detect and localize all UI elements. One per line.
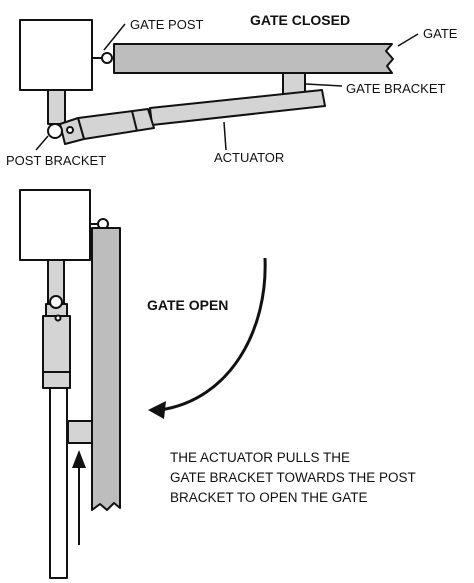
leader-gate-post — [103, 23, 126, 51]
closed-view-title: GATE CLOSED — [250, 12, 350, 28]
label-actuator: ACTUATOR — [214, 150, 284, 165]
explanation-line-2: GATE BRACKET TOWARDS THE POST — [170, 470, 416, 485]
closed-leaders — [35, 23, 419, 151]
label-gate-post: GATE POST — [130, 17, 203, 32]
open-gate-post — [19, 189, 91, 261]
leader-gate-bracket — [305, 83, 343, 87]
explanation-line-3: BRACKET TO OPEN THE GATE — [170, 490, 368, 505]
closed-gate-bar — [113, 43, 394, 74]
pull-arrowhead — [72, 450, 86, 468]
pull-arrow — [72, 450, 86, 545]
open-gate-bar — [91, 227, 121, 511]
closed-actuator-seam — [131, 110, 138, 132]
closed-post-bracket-pivot — [47, 123, 63, 139]
closed-view — [19, 19, 394, 145]
closed-pivot-bolt — [66, 126, 74, 134]
closed-actuator-body — [77, 108, 155, 140]
open-gate-bracket — [67, 420, 93, 444]
swing-arrow — [148, 257, 267, 419]
closed-post-bracket-arm — [47, 87, 66, 125]
open-pivot-bolt — [54, 314, 62, 322]
closed-hinge — [101, 52, 113, 64]
label-post-bracket: POST BRACKET — [6, 153, 106, 168]
open-view-title: GATE OPEN — [147, 297, 228, 313]
swing-arrowhead — [148, 401, 166, 419]
swing-arrow-curve — [159, 257, 267, 412]
explanation-line-1: THE ACTUATOR PULLS THE — [170, 450, 350, 465]
closed-actuator-rod — [149, 89, 326, 126]
label-gate-bracket: GATE BRACKET — [346, 81, 446, 96]
closed-gate-post — [19, 19, 93, 91]
leader-actuator — [223, 121, 227, 151]
open-actuator-rod — [49, 387, 68, 579]
open-actuator-body — [42, 315, 71, 389]
open-view — [19, 189, 121, 579]
leader-gate — [397, 33, 419, 47]
label-gate: GATE — [423, 26, 458, 41]
leader-post-bracket — [35, 135, 49, 151]
open-post-bracket-pivot — [49, 295, 63, 309]
